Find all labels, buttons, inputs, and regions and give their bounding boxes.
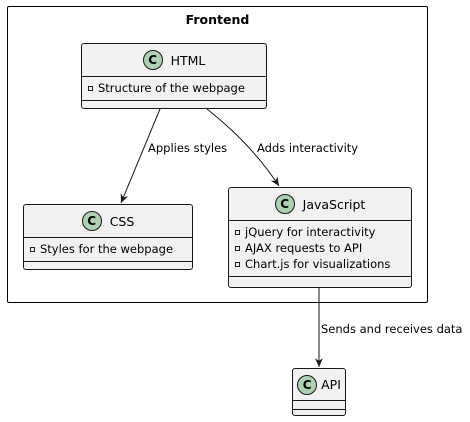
package-title: Frontend (185, 12, 250, 27)
attribute: Chart.js for visualizations (235, 256, 405, 272)
class-javascript-attributes: jQuery for interactivity AJAX requests t… (229, 221, 411, 277)
class-css-methods (24, 262, 192, 270)
class-api-header: C API (293, 369, 345, 401)
attribute-visibility-icon (235, 246, 240, 251)
class-api: C API (292, 368, 346, 416)
class-javascript-header: C JavaScript (229, 188, 411, 221)
attribute: jQuery for interactivity (235, 224, 405, 240)
class-javascript-methods (229, 277, 411, 285)
class-html-methods (82, 101, 266, 109)
frontend-package: Frontend (7, 6, 428, 303)
attribute-text: Styles for the webpage (40, 242, 174, 256)
class-api-attributes (293, 401, 345, 410)
edge-label-adds-interactivity: Adds interactivity (257, 141, 359, 155)
class-api-methods (293, 410, 345, 416)
attribute: Structure of the webpage (88, 80, 260, 96)
attribute-visibility-icon (30, 247, 35, 252)
class-html-attributes: Structure of the webpage (82, 77, 266, 101)
edge-html-css (120, 108, 161, 204)
class-javascript-name: JavaScript (302, 196, 366, 212)
attribute-text: Chart.js for visualizations (245, 257, 391, 271)
attribute-visibility-icon (235, 262, 240, 267)
attribute-text: AJAX requests to API (245, 241, 363, 255)
class-icon: C (274, 194, 295, 214)
edge-html-javascript (206, 108, 280, 187)
class-icon: C (142, 50, 163, 70)
class-html-header: C HTML (82, 44, 266, 77)
class-api-name: API (321, 377, 341, 392)
class-css-name: CSS (109, 213, 135, 229)
class-javascript: C JavaScript jQuery for interactivity AJ… (228, 187, 412, 288)
attribute: AJAX requests to API (235, 240, 405, 256)
edge-label-sends-receives-data: Sends and receives data (321, 322, 463, 336)
class-css-attributes: Styles for the webpage (24, 238, 192, 262)
class-icon: C (81, 211, 102, 231)
attribute-text: jQuery for interactivity (245, 225, 376, 239)
attribute-visibility-icon (235, 230, 240, 235)
class-icon: C (297, 374, 318, 395)
class-css: C CSS Styles for the webpage (23, 204, 193, 270)
class-html: C HTML Structure of the webpage (81, 43, 267, 109)
attribute-visibility-icon (88, 86, 93, 91)
class-html-name: HTML (170, 52, 206, 68)
class-css-header: C CSS (24, 205, 192, 238)
attribute-text: Structure of the webpage (98, 81, 245, 95)
edge-label-applies-styles: Applies styles (148, 141, 228, 155)
attribute: Styles for the webpage (30, 241, 186, 257)
